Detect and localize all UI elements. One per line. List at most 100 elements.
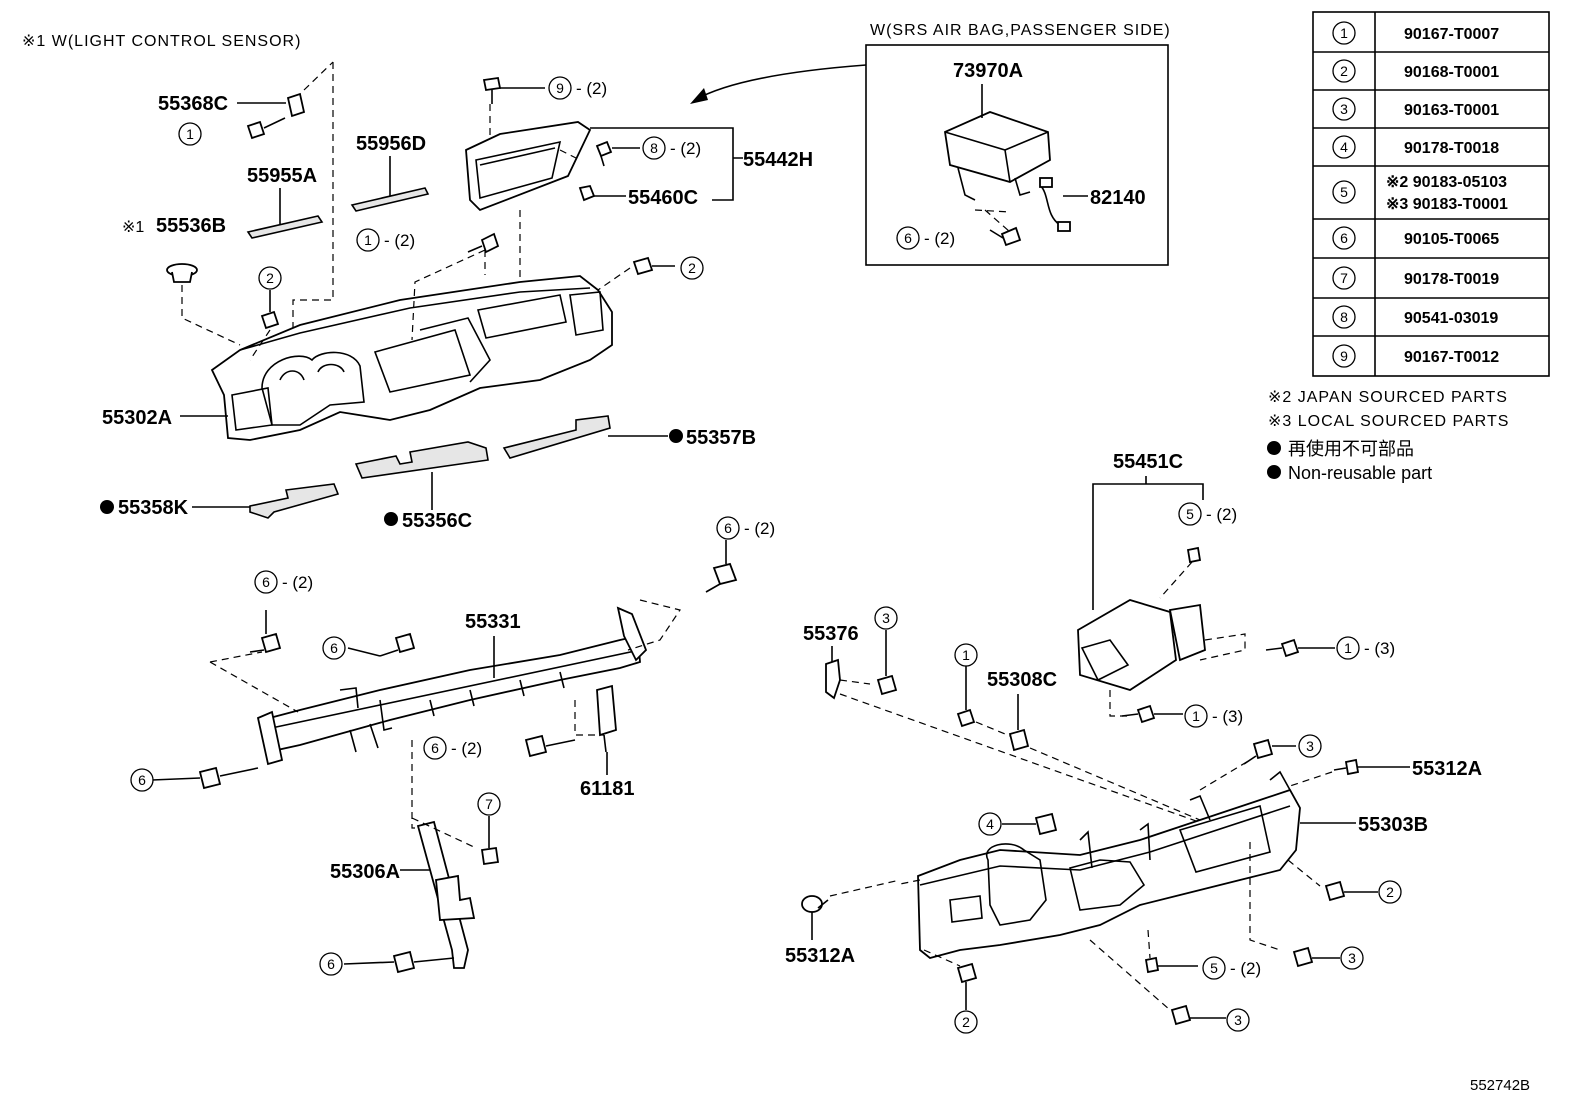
callout-c6air[interactable]: 6- (2) bbox=[896, 226, 955, 250]
table-part-number[interactable]: 90163-T0001 bbox=[1404, 102, 1499, 119]
part-61181-label[interactable]: 61181 bbox=[580, 778, 635, 800]
pin-icon bbox=[801, 895, 829, 940]
part-55302A-label[interactable]: 55302A bbox=[102, 407, 172, 429]
callout-c6e[interactable]: 6 bbox=[130, 768, 154, 792]
callout-c1b[interactable]: 1- (2) bbox=[356, 228, 415, 252]
callout-circle bbox=[1184, 704, 1208, 728]
callout-number: 3 bbox=[1234, 1012, 1242, 1028]
part-55460C-label[interactable]: 55460C bbox=[628, 187, 698, 209]
callout-quantity: - (2) bbox=[576, 79, 607, 98]
part-55955A-label[interactable]: 55955A bbox=[247, 165, 317, 187]
callout-c3b[interactable]: 3 bbox=[1298, 734, 1322, 758]
part-55368C-label[interactable]: 55368C bbox=[158, 93, 228, 115]
callout-c1c[interactable]: 1 bbox=[954, 643, 978, 667]
part-82140-label[interactable]: 82140 bbox=[1090, 187, 1146, 209]
bolt-icon bbox=[705, 540, 738, 593]
callout-c2b[interactable]: 2 bbox=[680, 256, 704, 280]
part-55358K-label[interactable]: 55358K bbox=[118, 497, 189, 519]
table-part-number[interactable]: 90105-T0065 bbox=[1404, 231, 1499, 248]
strip-55955A-drawing bbox=[246, 215, 324, 239]
part-55331-label[interactable]: 55331 bbox=[465, 611, 521, 633]
callout-c5a[interactable]: 5- (2) bbox=[1178, 502, 1237, 526]
callout-c1a[interactable]: 1 bbox=[178, 122, 202, 146]
callout-c5b[interactable]: 5- (2) bbox=[1202, 956, 1261, 980]
callout-c8[interactable]: 8- (2) bbox=[642, 136, 701, 160]
callout-c2d[interactable]: 2 bbox=[954, 1010, 978, 1034]
callout-number: 8 bbox=[650, 140, 658, 156]
part-55306A-label[interactable]: 55306A bbox=[330, 861, 400, 883]
part-55312A-top-label[interactable]: 55312A bbox=[1412, 758, 1482, 780]
bolt-icon bbox=[198, 766, 259, 790]
part-55303B-label[interactable]: 55303B bbox=[1358, 814, 1428, 836]
part-55442H-label[interactable]: 55442H bbox=[743, 149, 813, 171]
nut-icon bbox=[480, 816, 500, 866]
bolt-icon bbox=[632, 256, 675, 276]
callout-c3a[interactable]: 3 bbox=[874, 606, 898, 630]
bolt-icon bbox=[467, 232, 500, 254]
table-ref-number: 7 bbox=[1340, 270, 1348, 286]
screw-icon bbox=[956, 666, 976, 728]
part-55956D-label[interactable]: 55956D bbox=[356, 133, 426, 155]
callout-c7[interactable]: 7 bbox=[477, 792, 501, 816]
callout-number: 6 bbox=[262, 574, 270, 590]
callout-circle bbox=[1178, 502, 1202, 526]
dash-panel-55302A-drawing bbox=[210, 275, 613, 441]
table-ref-number: 4 bbox=[1340, 139, 1348, 155]
table-part-number[interactable]: 90167-T0012 bbox=[1404, 349, 1499, 366]
callout-c6d[interactable]: 6- (2) bbox=[423, 736, 482, 760]
table-part-number[interactable]: 90168-T0001 bbox=[1404, 64, 1499, 81]
table-part-number[interactable]: 90541-03019 bbox=[1404, 310, 1498, 327]
pad-55356C-drawing bbox=[354, 441, 489, 479]
callout-c4[interactable]: 4 bbox=[978, 812, 1002, 836]
table-part-number-alt[interactable]: ※3 90183-T0001 bbox=[1386, 196, 1508, 213]
part-55308C-label[interactable]: 55308C bbox=[987, 669, 1057, 691]
callout-c1d[interactable]: 1- (3) bbox=[1336, 636, 1395, 660]
nut-icon bbox=[1002, 812, 1058, 836]
part-55451C-label[interactable]: 55451C bbox=[1113, 451, 1183, 473]
callout-quantity: - (2) bbox=[744, 519, 775, 538]
callout-c2c[interactable]: 2 bbox=[1378, 880, 1402, 904]
callout-c6a[interactable]: 6- (2) bbox=[254, 570, 313, 594]
callout-number: 5 bbox=[1210, 960, 1218, 976]
table-part-number[interactable]: 90178-T0018 bbox=[1404, 140, 1499, 157]
part-55312A-bottom-label[interactable]: 55312A bbox=[785, 945, 855, 967]
japan-parts-note: ※2 JAPAN SOURCED PARTS bbox=[1268, 389, 1508, 406]
part-55376-label[interactable]: 55376 bbox=[803, 623, 859, 645]
part-55356C-label[interactable]: 55356C bbox=[402, 510, 472, 532]
callout-c3c[interactable]: 3 bbox=[1340, 946, 1364, 970]
callout-number: 2 bbox=[266, 270, 274, 286]
strip-55956D-drawing bbox=[350, 187, 430, 212]
callout-circle bbox=[954, 643, 978, 667]
callout-number: 3 bbox=[1306, 738, 1314, 754]
callout-c6c[interactable]: 6 bbox=[322, 636, 346, 660]
nut-icon bbox=[578, 184, 596, 202]
table-ref-circle bbox=[1332, 305, 1356, 329]
callout-c6b[interactable]: 6- (2) bbox=[716, 516, 775, 540]
bolt-icon bbox=[379, 632, 416, 657]
table-part-number[interactable]: 90167-T0007 bbox=[1404, 26, 1499, 43]
arrow-head-icon bbox=[690, 88, 708, 104]
table-ref-number: 1 bbox=[1340, 25, 1348, 41]
callout-c9[interactable]: 9- (2) bbox=[548, 76, 607, 100]
upper-panel-55442H-drawing bbox=[465, 121, 592, 212]
callout-circle bbox=[680, 256, 704, 280]
callout-circle bbox=[1340, 946, 1364, 970]
table-ref-number: 8 bbox=[1340, 309, 1348, 325]
callout-number: 6 bbox=[138, 772, 146, 788]
bolt-icon bbox=[343, 950, 455, 974]
table-part-number[interactable]: ※2 90183-05103 bbox=[1386, 174, 1507, 191]
table-ref-circle bbox=[1332, 59, 1356, 83]
table-ref-number: 6 bbox=[1340, 230, 1348, 246]
airbag-inset-frame bbox=[865, 44, 1169, 266]
callout-c2a[interactable]: 2 bbox=[258, 266, 282, 290]
part-55357B-label[interactable]: 55357B bbox=[686, 427, 756, 449]
callout-c1e[interactable]: 1- (3) bbox=[1184, 704, 1243, 728]
table-ref-circle bbox=[1332, 266, 1356, 290]
table-part-number[interactable]: 90178-T0019 bbox=[1404, 271, 1499, 288]
callout-c3d[interactable]: 3 bbox=[1226, 1008, 1250, 1032]
part-73970A-label[interactable]: 73970A bbox=[953, 60, 1023, 82]
callout-c6f[interactable]: 6 bbox=[319, 952, 343, 976]
light-sensor-note: ※1 W(LIGHT CONTROL SENSOR) bbox=[22, 33, 301, 50]
part-55536B-label[interactable]: 55536B bbox=[156, 215, 226, 237]
